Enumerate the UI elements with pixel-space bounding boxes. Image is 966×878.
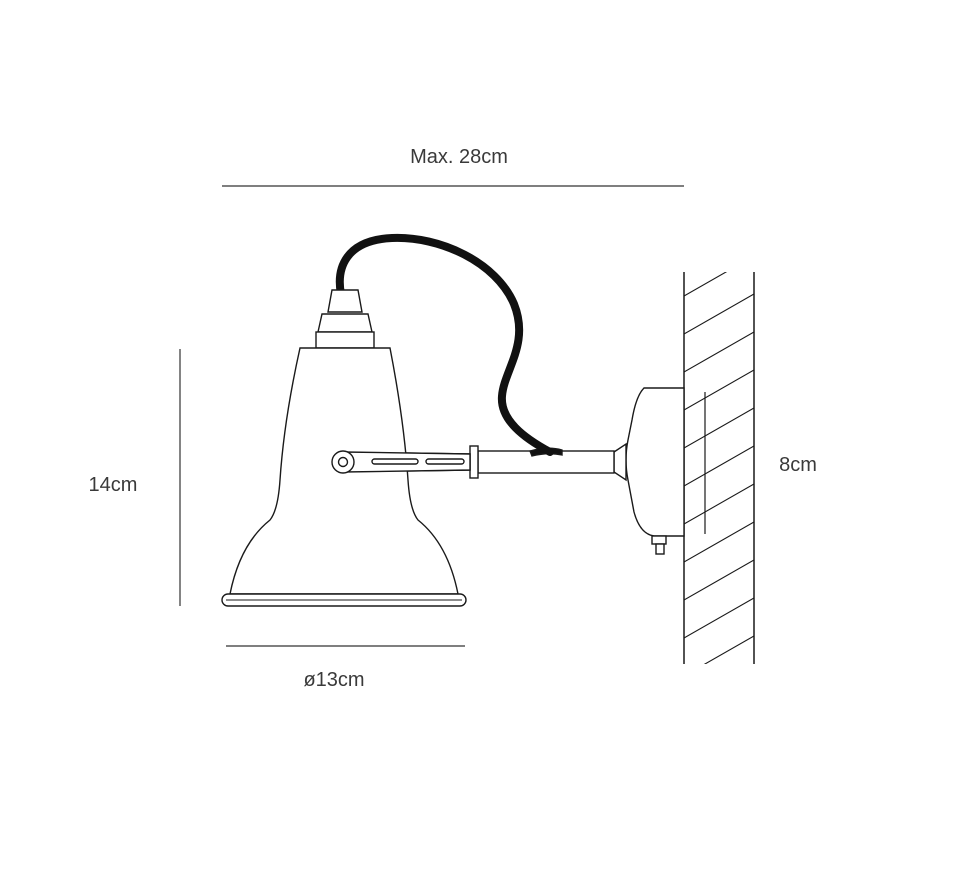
switch-collar: [651, 535, 667, 545]
max-width-label: Max. 28cm: [410, 146, 508, 168]
yoke-slot-front-2: [425, 458, 465, 465]
lamp-holder-mid: [317, 313, 373, 333]
arm-collar: [469, 445, 479, 479]
lamp-holder-top: [327, 289, 363, 313]
wall-bracket: [625, 387, 685, 555]
dimension-shade-height: 14cm: [89, 349, 181, 606]
switch-knob: [655, 543, 665, 555]
dimension-max-width: Max. 28cm: [222, 146, 684, 187]
shade-height-label: 14cm: [89, 474, 138, 496]
wall-hatching: [684, 272, 754, 664]
power-cable: [335, 233, 554, 456]
arm-joint-cone: [613, 442, 627, 482]
pivot-bolt-front: [337, 456, 349, 468]
lamp-holder-base: [315, 331, 375, 349]
dimension-base-height: 8cm: [779, 454, 817, 476]
shade-diameter-label: ø13cm: [303, 669, 364, 691]
yoke-slot-front-1: [371, 458, 419, 465]
pivot-front: [331, 450, 471, 474]
dimension-shade-diameter: ø13cm: [226, 645, 465, 691]
bracket-body: [625, 387, 685, 537]
wall: [683, 272, 755, 664]
base-height-label: 8cm: [779, 454, 817, 476]
lamp-shade: [221, 289, 467, 607]
